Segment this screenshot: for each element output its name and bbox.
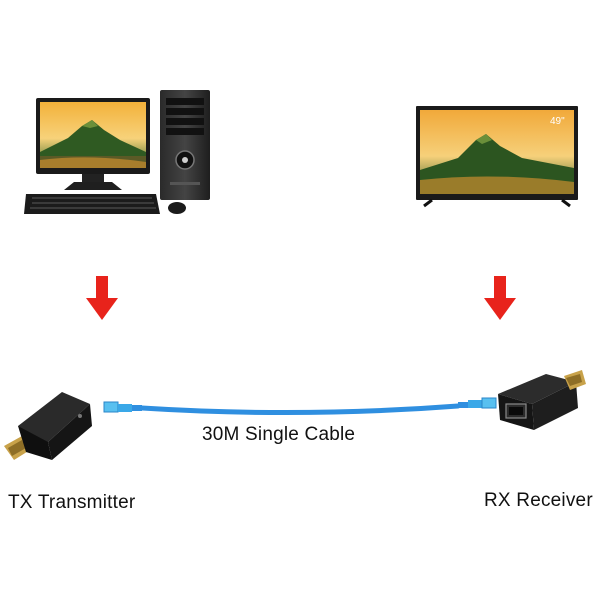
pc-illustration xyxy=(24,90,210,214)
receiver-illustration xyxy=(498,370,586,430)
pc-setup xyxy=(20,86,220,226)
arrow-down-icon xyxy=(86,276,118,320)
network-cable xyxy=(100,392,500,428)
monitor xyxy=(36,98,150,190)
tx-transmitter-device xyxy=(0,386,96,466)
rx-label: RX Receiver xyxy=(484,490,593,511)
keyboard xyxy=(24,194,160,214)
rj45-connector-left xyxy=(103,401,142,413)
left-down-arrow xyxy=(86,276,118,322)
pc-tower xyxy=(160,90,210,200)
transmitter-illustration xyxy=(4,392,92,460)
rj45-connector-right xyxy=(458,397,497,409)
tv-illustration xyxy=(416,106,578,208)
tv-size-badge: 49" xyxy=(550,116,565,127)
right-down-arrow xyxy=(484,276,516,322)
mouse xyxy=(168,202,186,214)
tv: 49" xyxy=(414,106,580,208)
tx-label: TX Transmitter xyxy=(8,492,136,513)
cable-illustration xyxy=(103,397,497,416)
rx-receiver-device xyxy=(494,370,590,434)
cable-label: 30M Single Cable xyxy=(202,424,356,445)
arrow-down-icon xyxy=(484,276,516,320)
